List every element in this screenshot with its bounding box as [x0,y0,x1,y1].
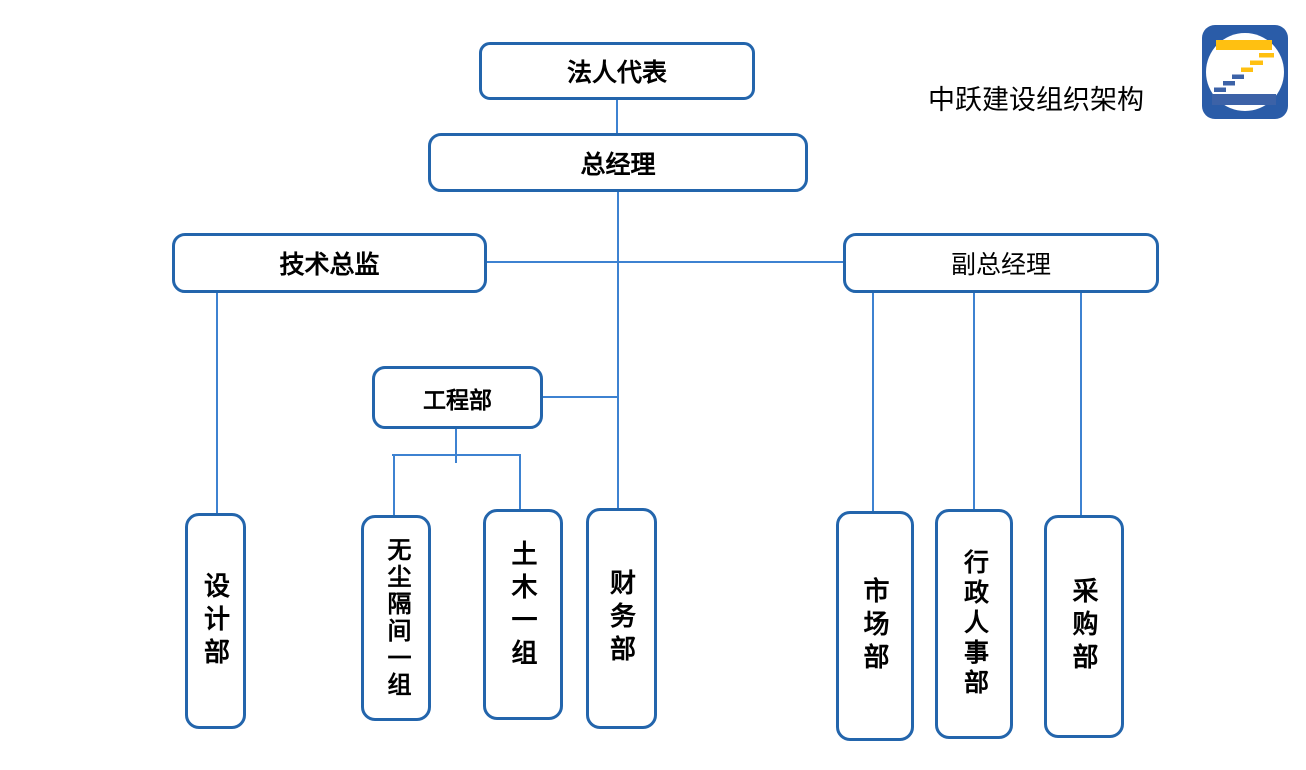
node-general-manager[interactable]: 总经理 [428,133,808,192]
node-procurement-department[interactable]: 采购部 [1044,515,1124,738]
node-label: 市场部 [860,576,890,676]
connector-deputy-to-admin-hr [973,293,975,509]
connector-gm-main-vertical [617,192,619,509]
connector-legal-to-gm [616,100,618,133]
node-label: 技术总监 [279,251,380,279]
node-label: 工程部 [423,386,492,413]
staircase-z-icon [1202,25,1288,119]
node-label: 采购部 [1069,577,1099,676]
node-civil-group-1[interactable]: 土木一组 [483,509,563,720]
connector-to-dustfree-group [393,454,395,515]
node-label: 行政人事部 [960,549,989,699]
node-label: 土木一组 [508,540,538,672]
node-dustfree-partition-group-1[interactable]: 无尘隔间一组 [361,515,431,721]
node-marketing-department[interactable]: 市场部 [836,511,914,741]
node-engineering-department[interactable]: 工程部 [372,366,543,429]
node-label: 总经理 [580,150,656,179]
connector-engineering-down [455,429,457,463]
node-admin-hr-department[interactable]: 行政人事部 [935,509,1013,739]
connector-deputy-to-marketing [872,293,874,511]
page-title: 中跃建设组织架构 [928,85,1144,115]
connector-tech-to-design [216,293,218,513]
connector-tech-to-deputy [487,261,843,263]
node-label: 法人代表 [566,59,667,87]
connector-engineering-to-main [543,396,619,398]
node-label: 财务部 [606,569,637,668]
connector-engineering-branch [392,454,521,456]
node-label: 副总经理 [950,251,1051,279]
node-technical-director[interactable]: 技术总监 [172,233,487,293]
node-finance-department[interactable]: 财务部 [586,508,657,729]
connector-to-civil-group [519,454,521,509]
node-label: 设计部 [200,571,231,671]
node-deputy-general-manager[interactable]: 副总经理 [843,233,1159,293]
connector-deputy-to-procurement [1080,293,1082,515]
node-legal-representative[interactable]: 法人代表 [479,42,755,100]
node-design-department[interactable]: 设计部 [185,513,246,729]
zhongyue-logo-icon [1202,25,1288,119]
node-label: 无尘隔间一组 [383,537,410,699]
